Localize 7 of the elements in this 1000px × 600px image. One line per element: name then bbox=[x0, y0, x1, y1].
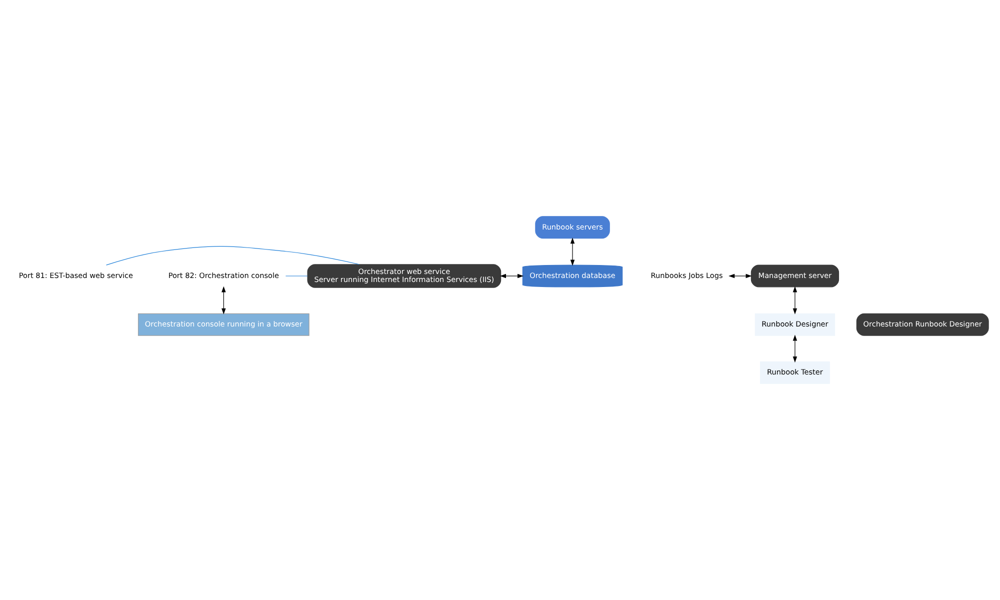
arrow bbox=[792, 334, 797, 363]
arrow bbox=[570, 238, 574, 266]
arrow bbox=[792, 286, 797, 314]
arrow bbox=[499, 274, 524, 278]
arrow bbox=[221, 286, 226, 314]
connector bbox=[105, 246, 359, 266]
arrow bbox=[728, 274, 752, 278]
